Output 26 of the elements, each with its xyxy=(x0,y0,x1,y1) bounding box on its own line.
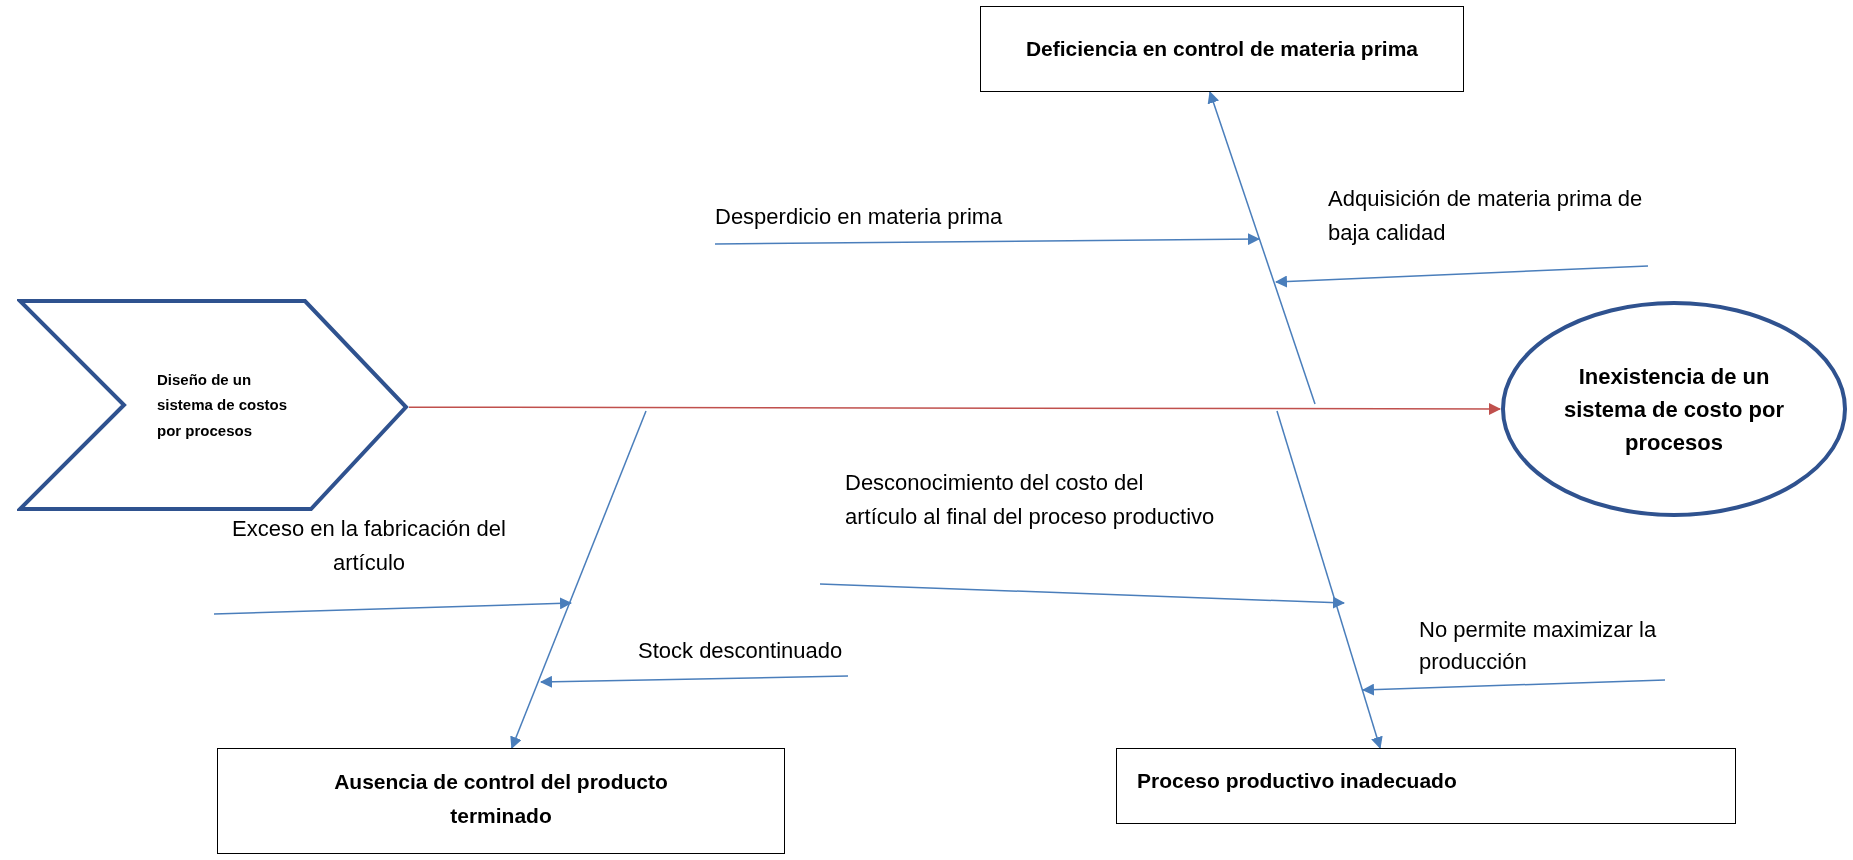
arrow xyxy=(1362,679,1666,696)
arrow xyxy=(540,675,849,688)
arrow xyxy=(408,403,1501,415)
node-label: Deficiencia en control de materia prima xyxy=(1025,36,1419,63)
node-label: Ausencia de control del producto terminado xyxy=(333,769,669,829)
node-label: Inexistencia de un sistema de costo por procesos xyxy=(1562,362,1786,457)
arrow xyxy=(819,583,1345,609)
cause-label: Adquisición de materia prima de baja calidad xyxy=(1328,185,1644,248)
ellipse-shape xyxy=(1500,300,1848,518)
arrow xyxy=(714,233,1260,246)
node-label: Diseño de un sistema de costos por procesos xyxy=(157,369,289,441)
arrow xyxy=(213,597,572,615)
arrow xyxy=(1276,410,1383,749)
cause-label: Stock descontinuado xyxy=(638,637,843,665)
chevron-shape xyxy=(17,298,409,512)
category-box xyxy=(980,6,1464,92)
arrow xyxy=(1207,91,1316,405)
category-box xyxy=(1116,748,1736,824)
category-box xyxy=(217,748,785,854)
cause-label: Desconocimiento del costo del artículo al final del proceso productivo xyxy=(845,469,1215,532)
node-label: Proceso productivo inadecuado xyxy=(1137,768,1457,794)
arrow xyxy=(510,410,647,749)
cause-label: No permite maximizar la producción xyxy=(1419,616,1658,676)
cause-label: Desperdicio en materia prima xyxy=(715,203,1003,231)
arrow xyxy=(1275,265,1649,288)
cause-label: Exceso en la fabricación del artículo xyxy=(231,515,507,578)
